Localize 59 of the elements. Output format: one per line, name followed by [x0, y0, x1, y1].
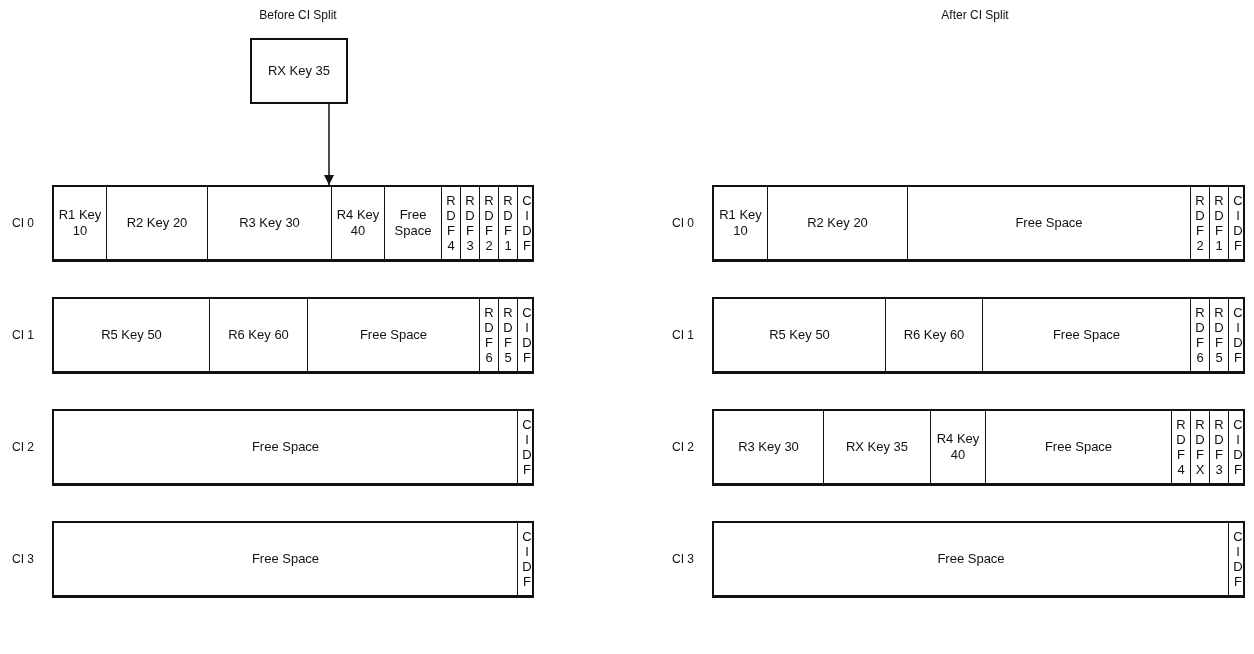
- record-field: R6 Key 60: [885, 299, 982, 371]
- descriptor-field: CIDF: [1228, 523, 1247, 595]
- record-field: R4 Key 40: [930, 411, 985, 483]
- record-field: R4 Key 40: [331, 187, 384, 259]
- descriptor-field: RDF1: [1209, 187, 1228, 259]
- record-field: R2 Key 20: [767, 187, 907, 259]
- row-label: CI 3: [672, 551, 694, 566]
- row-label: CI 2: [672, 439, 694, 454]
- heading: After CI Split: [941, 8, 1009, 22]
- heading: Before CI Split: [259, 8, 337, 22]
- record-field: RX Key 35: [823, 411, 930, 483]
- descriptor-field: RDFX: [1190, 411, 1209, 483]
- record-field: Free Space: [982, 299, 1190, 371]
- descriptor-field: CIDF: [1228, 299, 1247, 371]
- descriptor-field: CIDF: [517, 411, 536, 483]
- control-interval-box: [712, 409, 1245, 486]
- record-field: Free Space: [54, 523, 517, 595]
- descriptor-field: CIDF: [517, 187, 536, 259]
- control-interval-box: [712, 185, 1245, 262]
- row-label: CI 0: [672, 215, 694, 230]
- descriptor-field: CIDF: [1228, 187, 1247, 259]
- record-box: RX Key 35: [250, 38, 348, 104]
- descriptor-field: CIDF: [1228, 411, 1247, 483]
- record-field: R1 Key 10: [54, 187, 106, 259]
- record-field: Free Space: [384, 187, 441, 259]
- row-label: CI 2: [12, 439, 34, 454]
- record-field: R3 Key 30: [714, 411, 823, 483]
- record-field: Free Space: [907, 187, 1190, 259]
- descriptor-field: CIDF: [517, 299, 536, 371]
- record-field: Free Space: [307, 299, 479, 371]
- descriptor-field: RDF5: [498, 299, 517, 371]
- descriptor-field: RDF2: [479, 187, 498, 259]
- record-field: R1 Key 10: [714, 187, 767, 259]
- record-field: R2 Key 20: [106, 187, 207, 259]
- descriptor-field: RDF6: [1190, 299, 1209, 371]
- record-field: R5 Key 50: [714, 299, 885, 371]
- control-interval-box: [52, 297, 534, 374]
- control-interval-box: [712, 297, 1245, 374]
- record-field: Free Space: [714, 523, 1228, 595]
- row-label: CI 0: [12, 215, 34, 230]
- arrow: [323, 103, 335, 186]
- descriptor-field: CIDF: [517, 523, 536, 595]
- descriptor-field: RDF4: [1171, 411, 1190, 483]
- record-field: R3 Key 30: [207, 187, 331, 259]
- row-label: CI 1: [672, 327, 694, 342]
- descriptor-field: RDF3: [460, 187, 479, 259]
- descriptor-field: RDF3: [1209, 411, 1228, 483]
- control-interval-box: [52, 185, 534, 262]
- descriptor-field: RDF4: [441, 187, 460, 259]
- record-field: Free Space: [985, 411, 1171, 483]
- record-field: R6 Key 60: [209, 299, 307, 371]
- descriptor-field: RDF6: [479, 299, 498, 371]
- descriptor-field: RDF2: [1190, 187, 1209, 259]
- descriptor-field: RDF1: [498, 187, 517, 259]
- descriptor-field: RDF5: [1209, 299, 1228, 371]
- row-label: CI 3: [12, 551, 34, 566]
- row-label: CI 1: [12, 327, 34, 342]
- record-field: R5 Key 50: [54, 299, 209, 371]
- record-field: Free Space: [54, 411, 517, 483]
